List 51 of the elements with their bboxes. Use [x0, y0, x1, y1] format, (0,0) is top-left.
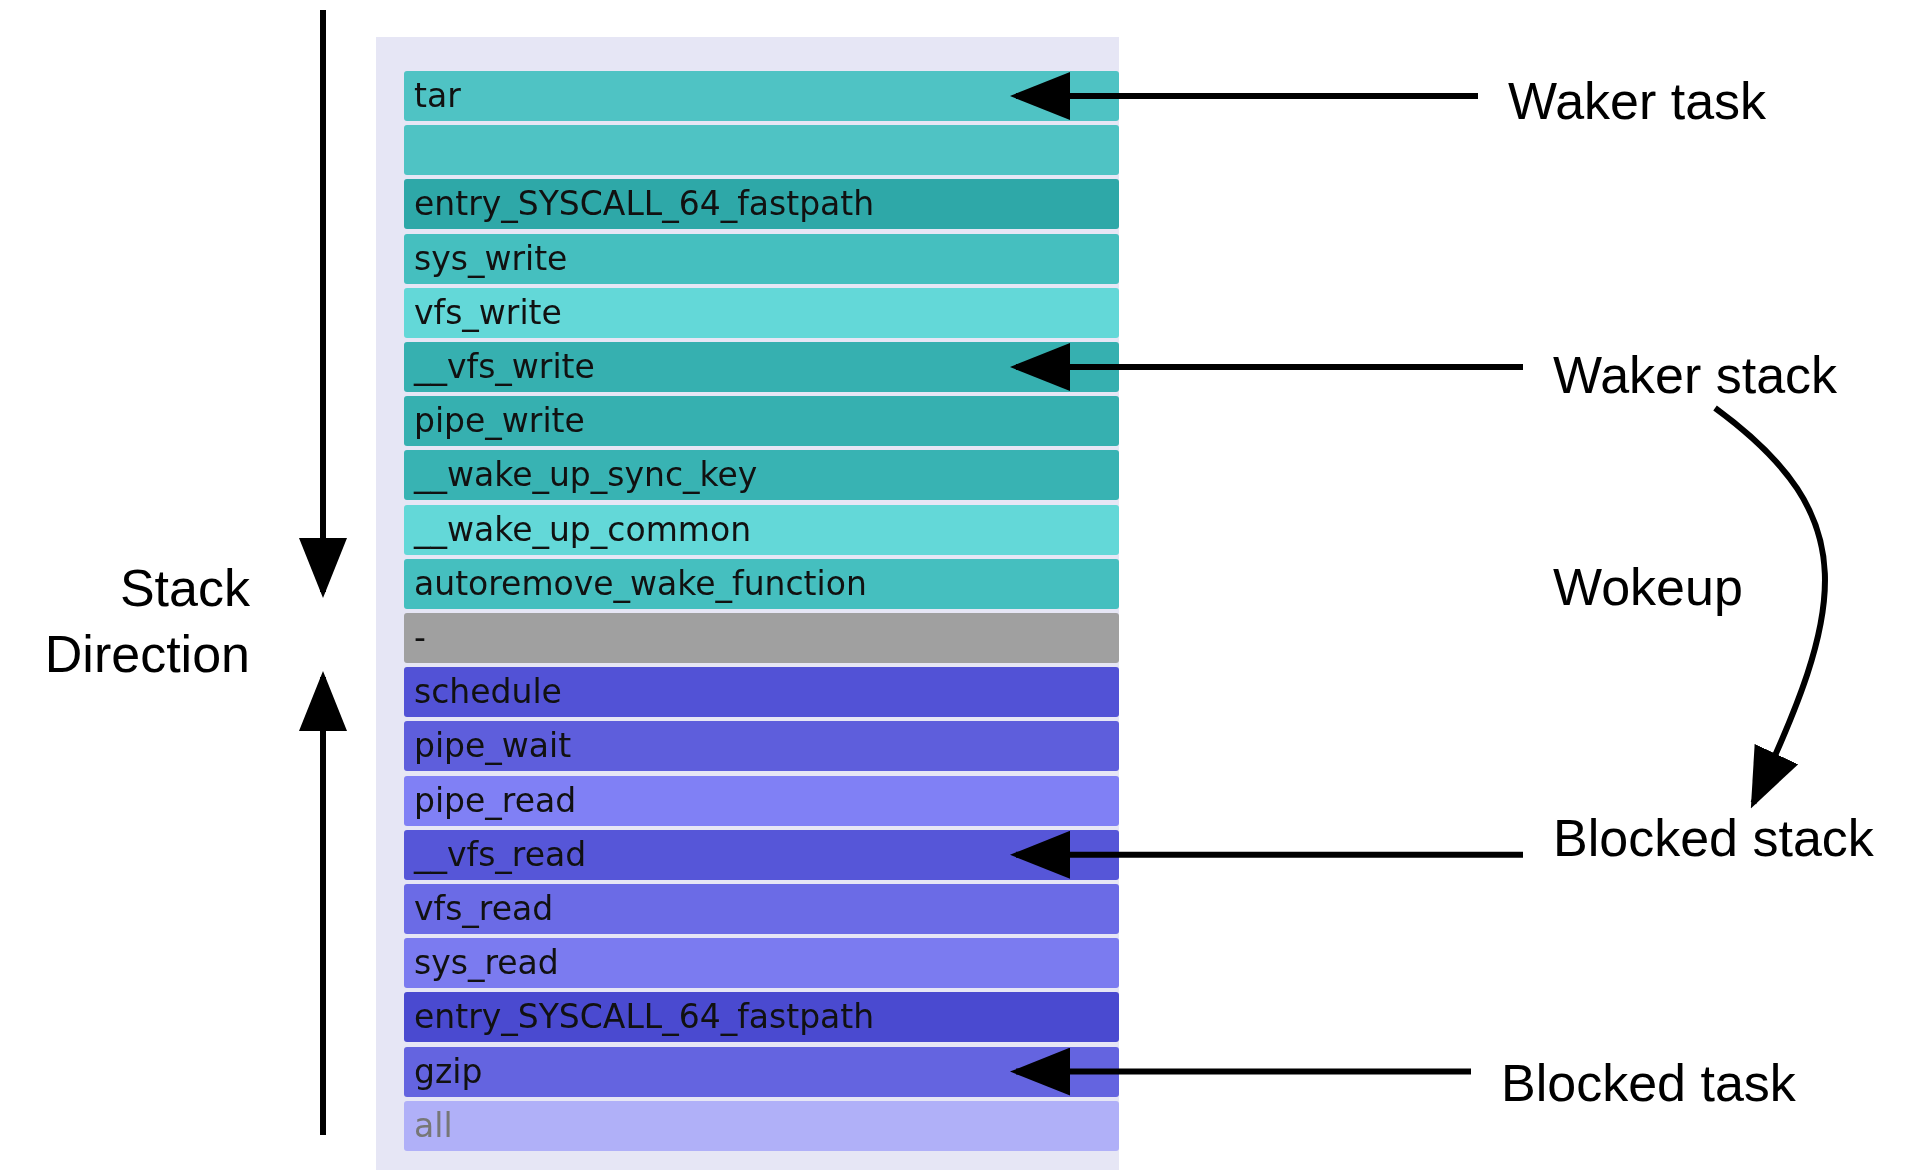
stack-frame-bar: [404, 71, 1119, 121]
stack-frame-bar: [404, 396, 1119, 447]
stack-frame-bar: [404, 342, 1119, 392]
function-name: entry_SYSCALL_64_fastpath: [414, 184, 875, 225]
stack-frame-bar: [404, 233, 1119, 284]
function-name: pipe_wait: [414, 726, 572, 767]
function-name: sys_write: [414, 238, 568, 279]
callout-label: Blocked stack: [1553, 807, 1874, 869]
function-name: gzip: [414, 1051, 483, 1092]
stack-frame-bar: [404, 1100, 1119, 1151]
stack-frame-bar: [404, 613, 1119, 663]
function-name: __vfs_read: [414, 834, 587, 875]
stack-frame-bar: [404, 992, 1119, 1043]
stack-frame-bar: [404, 667, 1119, 718]
function-name: schedule: [414, 672, 562, 713]
callout-label: Blocked task: [1501, 1052, 1796, 1114]
axis-label: Stack Direction: [43, 558, 250, 685]
stack-frame-bar: [404, 504, 1119, 555]
arrow: [1010, 343, 1523, 391]
empty-frame-bar: [404, 125, 1119, 176]
stack-frame-bar: [404, 884, 1119, 934]
callout-label: Waker task: [1508, 70, 1767, 132]
function-name: entry_SYSCALL_64_fastpath: [414, 997, 875, 1038]
function-name: vfs_write: [414, 292, 562, 333]
function-name: sys_read: [414, 943, 559, 984]
function-name: autoremove_wake_function: [414, 563, 867, 604]
stack-frame-bar: [404, 179, 1119, 230]
callout-label: Waker stack: [1553, 344, 1838, 406]
stack-frame-bar: [404, 450, 1119, 501]
flame-graph-panel: [376, 37, 1119, 1170]
stack-frame-bar: [404, 938, 1119, 989]
function-name: pipe_read: [414, 780, 577, 821]
stack-frame-bar: [404, 558, 1119, 609]
function-name: __wake_up_sync_key: [414, 455, 758, 496]
stack-frame-bar: [404, 775, 1119, 826]
function-name: -: [414, 618, 426, 658]
function-name: __vfs_write: [414, 347, 595, 387]
arrow: [1010, 830, 1523, 879]
function-name: pipe_write: [414, 401, 585, 442]
function-name: vfs_read: [414, 889, 554, 929]
function-name: all: [414, 1105, 453, 1146]
arrow: [1010, 1047, 1471, 1096]
function-name: __wake_up_common: [414, 509, 752, 550]
arrow: [1713, 405, 1828, 809]
stack-frame-bar: [404, 829, 1119, 880]
stack-frame-bar: [404, 287, 1119, 338]
function-name: tar: [414, 76, 461, 116]
stack-frame-bar: [404, 721, 1119, 772]
stack-frame-bar: [404, 1046, 1119, 1097]
arrow: [1010, 72, 1478, 120]
edge-label: Wokeup: [1553, 556, 1743, 618]
